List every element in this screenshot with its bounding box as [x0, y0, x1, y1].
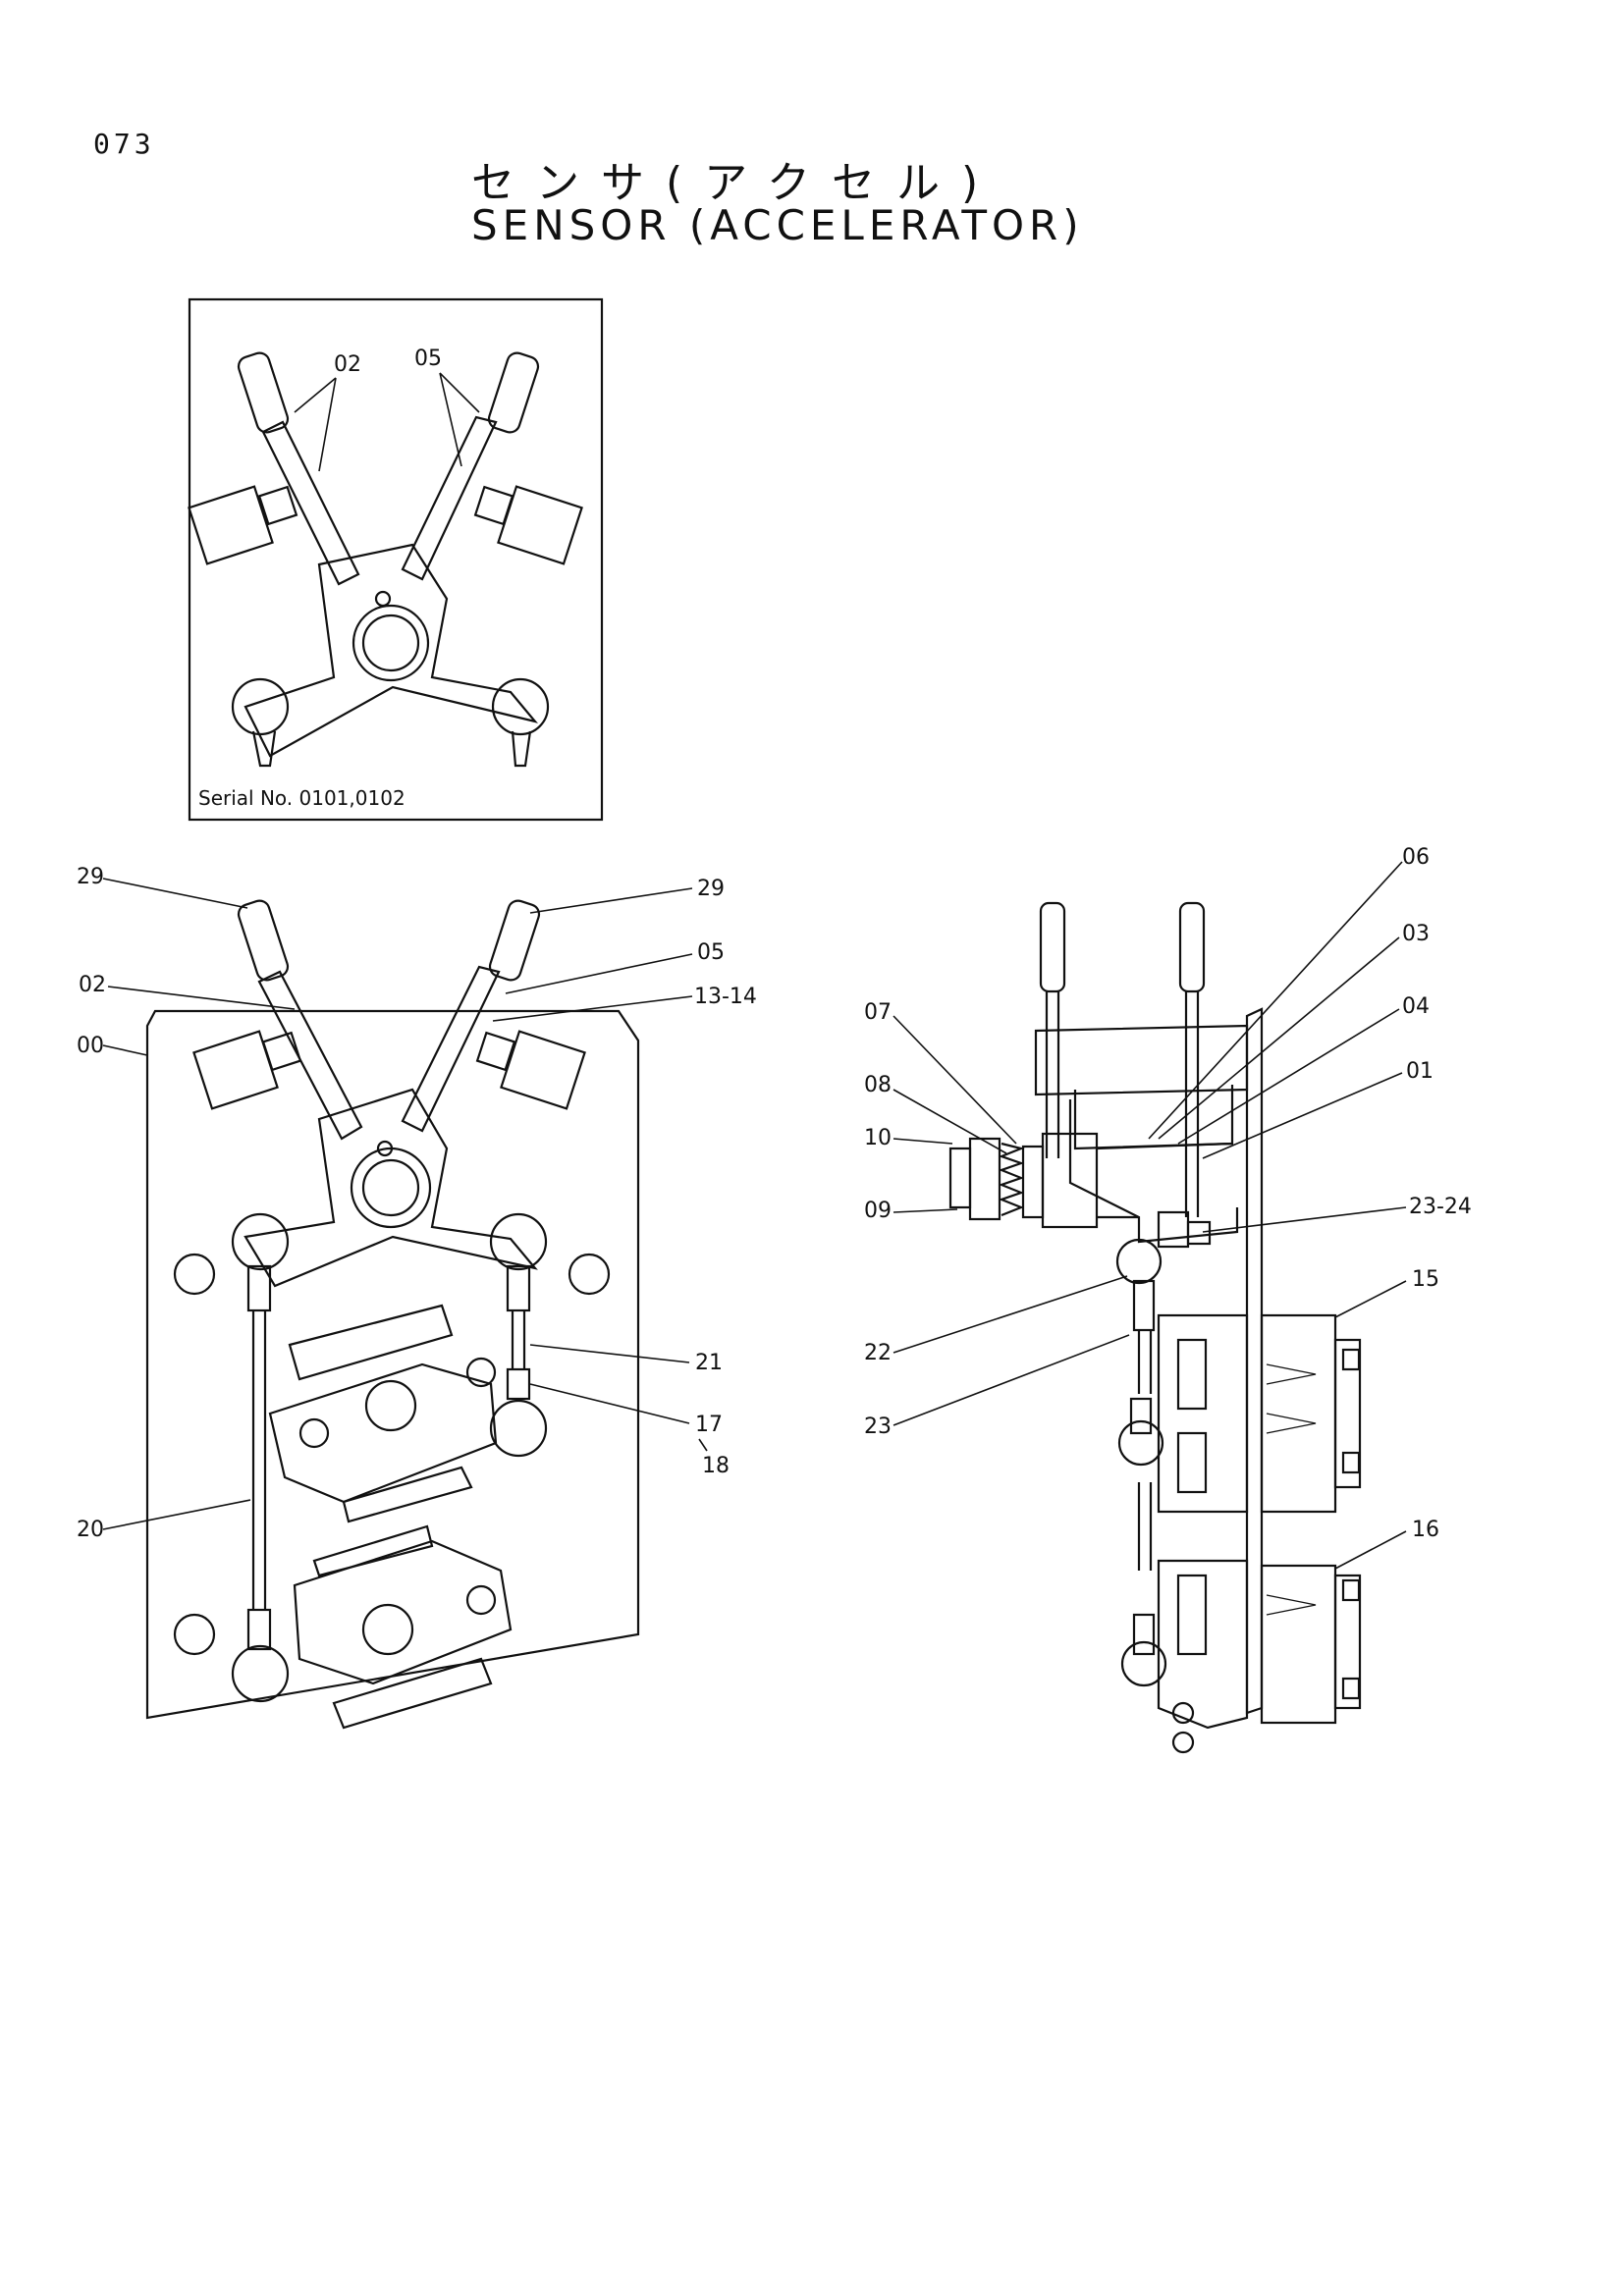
side-ball-joint	[1115, 1238, 1163, 1285]
callout-13-14: 13-14	[694, 985, 757, 1009]
plate-hole	[173, 1253, 216, 1296]
inset-leader-05	[439, 372, 480, 467]
callout-21: 21	[695, 1351, 723, 1375]
rod-end	[506, 1264, 531, 1312]
side-potentiometer-15	[1157, 1313, 1362, 1514]
inset-callout-02: 02	[334, 352, 361, 377]
title-japanese: センサ(アクセル)	[471, 158, 1001, 208]
ball-joint-left	[231, 1212, 290, 1271]
callout-22: 22	[864, 1341, 892, 1365]
callout-00: 00	[77, 1034, 104, 1058]
page-number: 073	[93, 128, 155, 160]
potentiometer-upper	[268, 1304, 498, 1523]
callout-15: 15	[1412, 1267, 1439, 1292]
callout-09: 09	[864, 1199, 892, 1223]
side-handle-left	[1039, 901, 1066, 993]
inset-shaft-nut	[361, 614, 420, 672]
side-potentiometer-16	[1157, 1559, 1362, 1730]
callout-17: 17	[695, 1413, 723, 1437]
callout-02: 02	[79, 973, 106, 997]
inset-view: 02 05 Serial No. 0101,0102	[188, 297, 604, 822]
lever-left	[237, 899, 363, 1141]
callout-06: 06	[1402, 845, 1430, 870]
inset-leader-02	[294, 377, 337, 472]
lever-body	[243, 1088, 538, 1288]
base-plate	[145, 1009, 640, 1720]
side-handle-right	[1178, 901, 1206, 993]
side-sensor-spring	[948, 1132, 1233, 1229]
potentiometer-lower	[293, 1524, 513, 1730]
callout-03: 03	[1402, 922, 1430, 946]
side-bracket	[1068, 1099, 1239, 1244]
inset-frame	[188, 297, 604, 822]
rod-20	[251, 1310, 267, 1610]
serial-note: Serial No. 0101,0102	[198, 786, 406, 810]
inset-body	[243, 543, 538, 758]
front-view: 29 29 02 05 13-14 00 21 17 18 20	[77, 865, 757, 1730]
callout-16: 16	[1412, 1518, 1439, 1542]
side-base-plate	[1245, 1007, 1264, 1715]
callout-10: 10	[864, 1126, 892, 1150]
callout-29-right: 29	[697, 877, 725, 901]
callout-18: 18	[702, 1454, 730, 1478]
plate-hole	[568, 1253, 611, 1296]
callout-07: 07	[864, 1000, 892, 1025]
inset-ball-joint-left	[231, 677, 290, 736]
callout-23: 23	[864, 1415, 892, 1439]
inset-lever-right	[401, 351, 540, 581]
side-view: 06 03 04 01 07 08 10 09 23-24 15 22 23 1…	[864, 845, 1472, 1754]
callout-23-24: 23-24	[1409, 1195, 1472, 1219]
inset-lever-left	[237, 351, 360, 586]
callout-20: 20	[77, 1518, 104, 1542]
plate-hole	[173, 1613, 216, 1656]
sensor-left	[192, 1030, 302, 1110]
inset-sensor-right	[473, 485, 583, 565]
callout-01: 01	[1406, 1059, 1434, 1084]
ball-joint-lower-right	[489, 1399, 548, 1458]
callout-04: 04	[1402, 994, 1430, 1019]
callout-05: 05	[697, 940, 725, 965]
rod-end	[246, 1264, 272, 1312]
title-english: SENSOR (ACCELERATOR)	[471, 201, 1084, 249]
inset-callout-05: 05	[414, 347, 442, 371]
inset-sensor-left	[188, 485, 298, 565]
side-housing	[1034, 1024, 1249, 1096]
inset-ball-joint-right	[491, 677, 550, 736]
rod-21	[511, 1310, 526, 1369]
ball-joint-right	[489, 1212, 548, 1271]
callout-08: 08	[864, 1073, 892, 1097]
shaft-nut	[361, 1158, 420, 1217]
lever-right	[401, 899, 541, 1133]
callout-29-left: 29	[77, 865, 104, 889]
sensor-right	[475, 1030, 586, 1110]
ball-joint-lower-left	[231, 1644, 290, 1703]
